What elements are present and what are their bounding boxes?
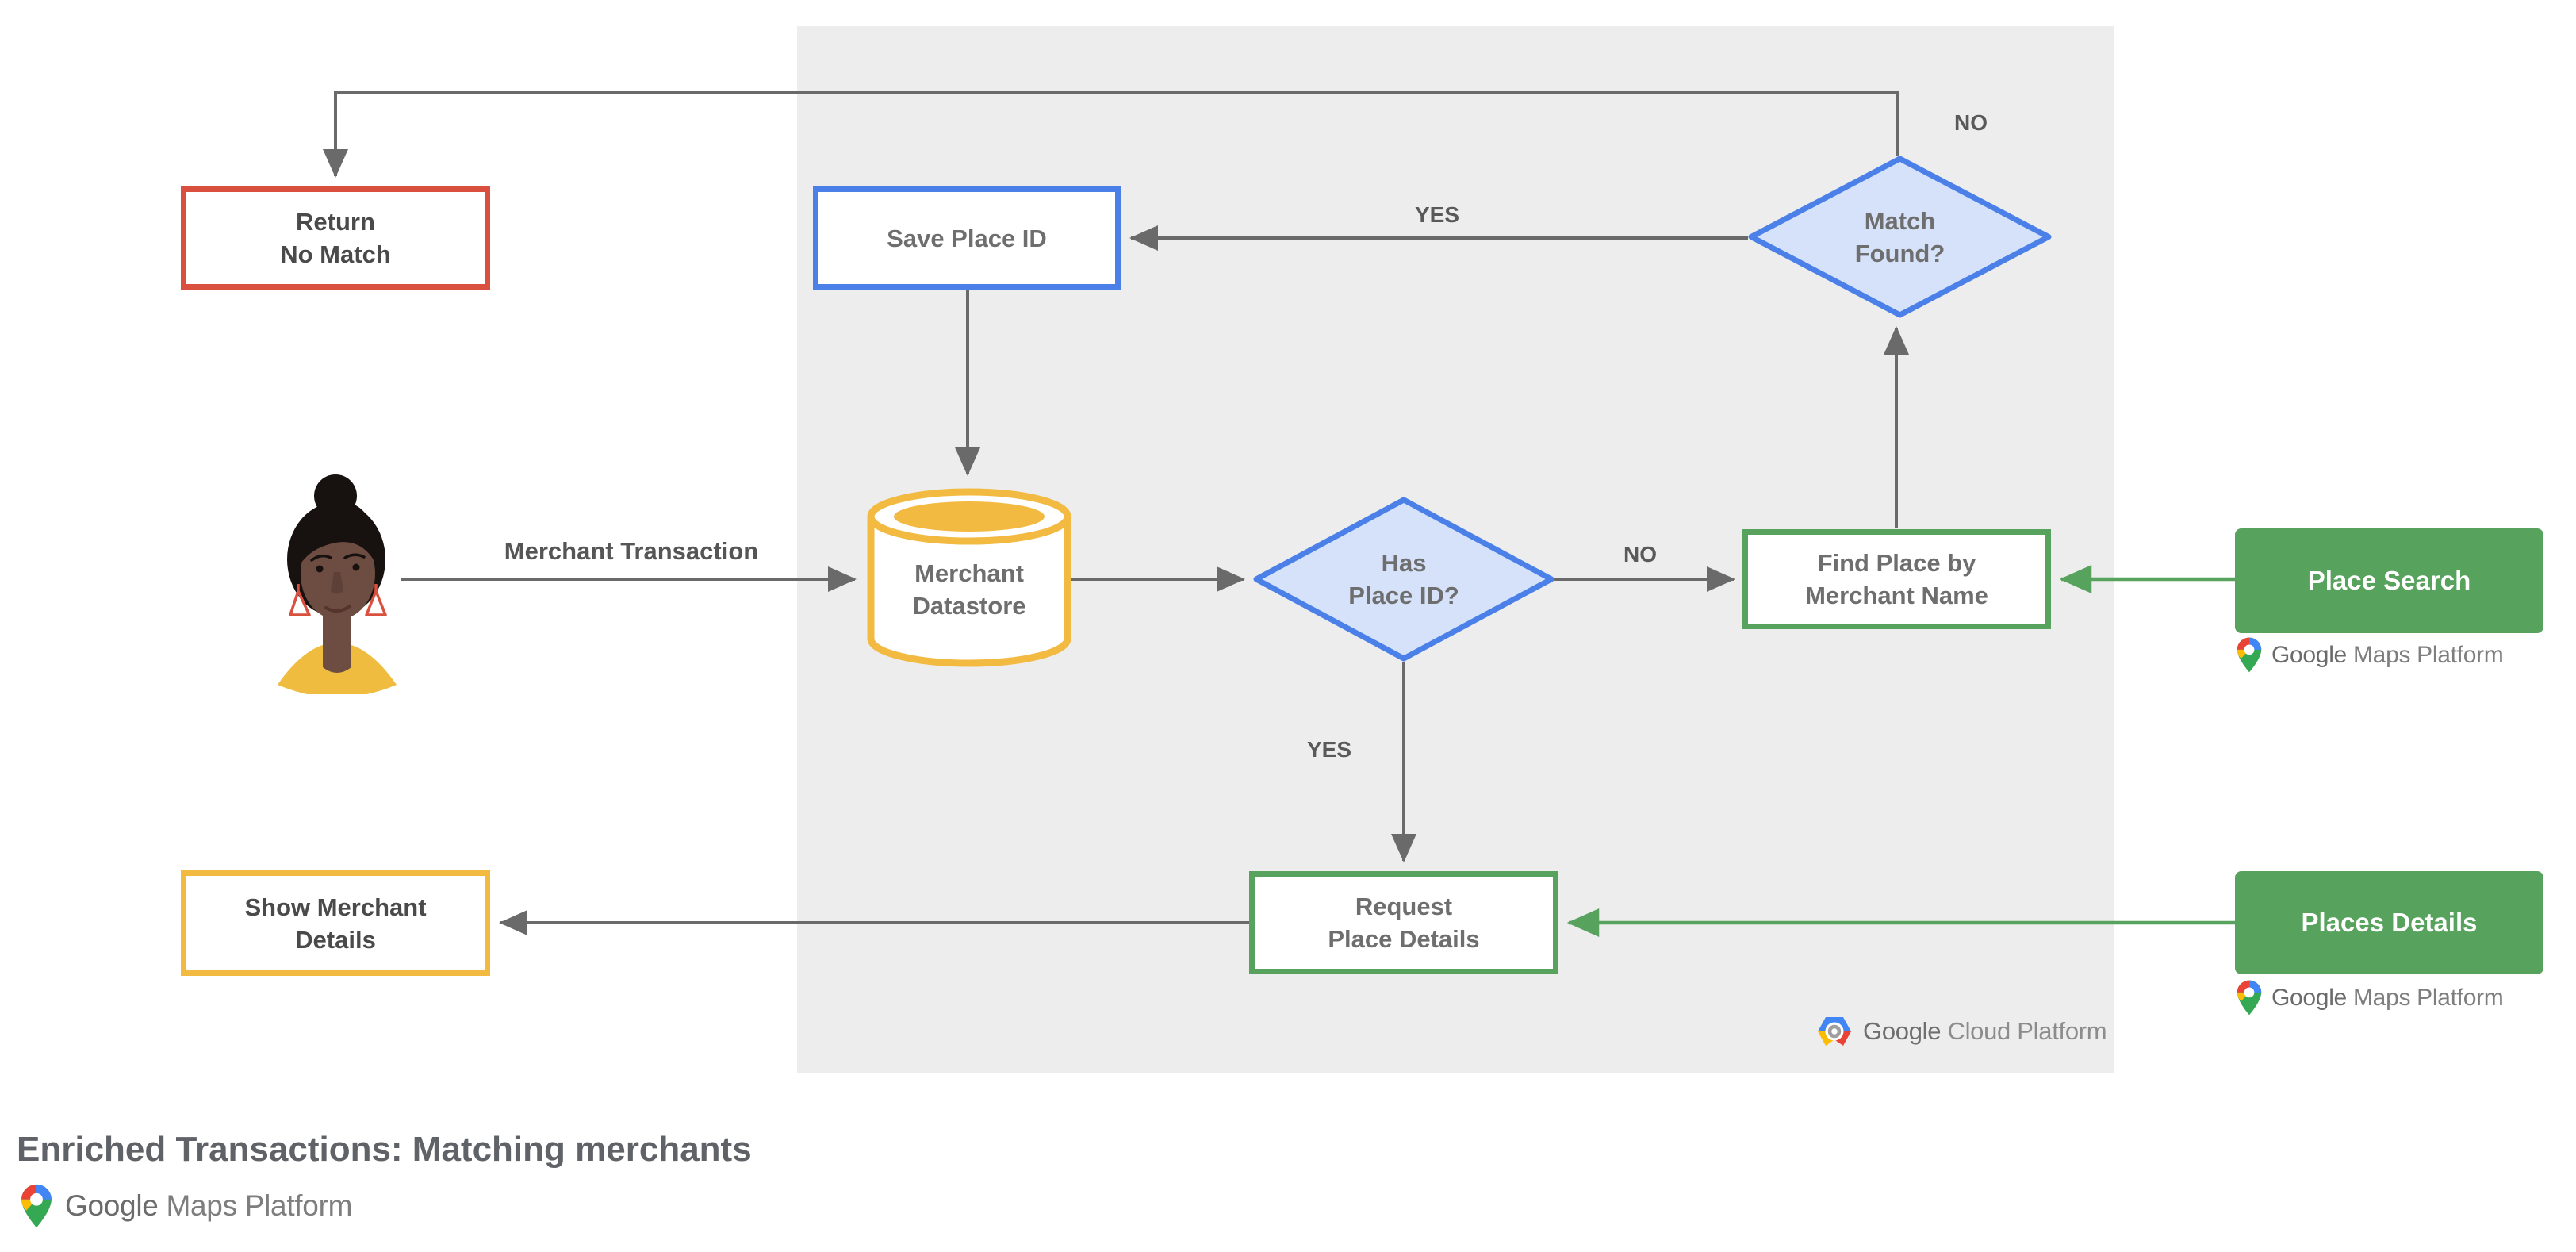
node-label: Match Found?: [1854, 206, 1945, 267]
edge-label-yes: YES: [1306, 737, 1352, 762]
node-label: Merchant Datastore: [912, 559, 1026, 620]
google-maps-platform-logo: Google Maps Platform: [21, 1184, 352, 1228]
node-show-merchant-details: Show Merchant Details: [181, 870, 490, 976]
node-request-place-details: Request Place Details: [1249, 871, 1558, 974]
node-label: Has Place ID?: [1348, 549, 1459, 609]
google-maps-pin-icon: [2237, 637, 2262, 673]
google-maps-platform-logo: Google Maps Platform: [2237, 637, 2504, 673]
google-maps-pin-icon: [2237, 980, 2262, 1016]
edge-label-yes: YES: [1414, 202, 1460, 227]
node-merchant-datastore: Merchant Datastore: [867, 486, 1071, 669]
diamond-shape: [1253, 497, 1554, 662]
node-return-no-match: Return No Match: [181, 186, 490, 290]
person-illustration: [278, 474, 397, 697]
logo-text: Google Maps Platform: [2271, 641, 2504, 668]
node-label: Find Place by Merchant Name: [1805, 549, 1988, 609]
api-label: Place Search: [2307, 566, 2471, 595]
api-box-place-search: Place Search: [2235, 528, 2543, 633]
diamond-shape: [1748, 156, 2052, 318]
edge-label-no: NO: [1623, 542, 1657, 566]
decision-has-place-id: Has Place ID?: [1253, 497, 1554, 662]
edge-label-merchant-transaction: Merchant Transaction: [504, 537, 759, 565]
google-maps-pin-icon: [21, 1184, 52, 1228]
google-maps-platform-logo: Google Maps Platform: [2237, 980, 2504, 1016]
edge-match-found-no: [323, 91, 1899, 178]
node-find-place-by-merchant-name: Find Place by Merchant Name: [1742, 529, 2051, 629]
logo-text: Google Maps Platform: [2271, 984, 2504, 1011]
decision-match-found: Match Found?: [1748, 156, 2052, 318]
node-label: Show Merchant Details: [244, 893, 427, 954]
api-box-places-details: Places Details: [2235, 871, 2543, 974]
diagram-title: Enriched Transactions: Matching merchant…: [17, 1130, 752, 1169]
google-cloud-hexagon-icon: [1818, 1017, 1851, 1046]
database-cylinder-shape: [867, 488, 1071, 667]
api-label: Places Details: [2301, 908, 2478, 937]
google-cloud-platform-logo: Google Cloud Platform: [1817, 1016, 2107, 1047]
logo-text: Google Maps Platform: [65, 1189, 353, 1222]
node-label: Save Place ID: [887, 224, 1047, 252]
user-avatar: [274, 470, 401, 697]
node-label: Return No Match: [280, 208, 391, 268]
edge-label-no: NO: [1954, 110, 1988, 135]
logo-text: Google Cloud Platform: [1863, 1017, 2107, 1045]
node-label: Request Place Details: [1328, 893, 1480, 953]
node-save-place-id: Save Place ID: [813, 186, 1121, 290]
